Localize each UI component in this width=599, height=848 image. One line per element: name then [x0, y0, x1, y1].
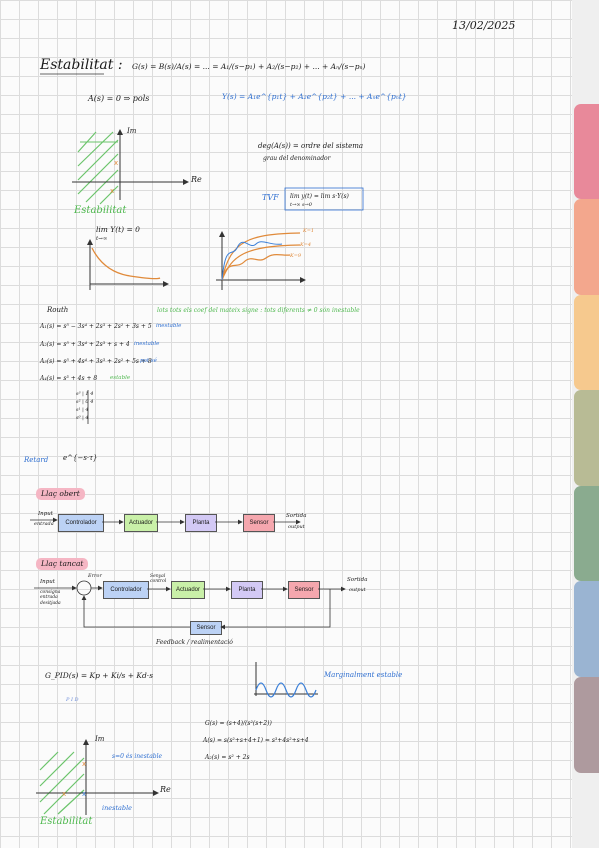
summing-junction — [76, 580, 92, 596]
closed-loop-feedback-sensor-block: Sensor — [190, 621, 222, 635]
closed-loop-input-sub: consigna entrada desitjada — [40, 590, 61, 606]
tab-pink[interactable] — [574, 104, 599, 199]
closed-loop-feedback-label: Feedback / realimentació — [156, 639, 233, 646]
complex-plane-2-hatched — [39, 751, 85, 815]
transfer-function: G(s) = B(s)/A(s) = ... = A₁/(s−p₁) + A₂/… — [132, 62, 366, 71]
response-equation: Y(s) = A₁e^{p₁t} + A₂e^{p₂t} + ... + Aₙe… — [222, 92, 407, 101]
curve-label-k1: K=1 — [303, 228, 315, 234]
closed-loop-control-signal: Senyal control — [150, 574, 167, 584]
tvf-equation: lim y(t) = lim s·Y(s) — [290, 193, 349, 200]
notebook-tabs — [572, 0, 599, 848]
curve-label-k2: K=4 — [300, 242, 312, 248]
routh-row-4: A₄(s) = s³ + 4s + 8 — [40, 375, 98, 382]
section-title-estabilitat: Estabilitat : — [40, 57, 123, 73]
bottom-unstable-label: inestable — [102, 804, 133, 812]
bottom-a2-equation: A₂(s) = s² + 2s — [205, 754, 250, 761]
plane-re-label: Re — [191, 175, 202, 184]
complex-plane-hatched — [77, 131, 119, 205]
plane-caption: Estabilitat — [74, 205, 127, 216]
notebook-page: 13/02/2025 Estabilitat : G(s) = B(s)/A(s… — [0, 0, 572, 848]
oscillating-curve — [221, 241, 283, 281]
marginal-wave — [255, 682, 317, 698]
routh-table-row-3: s¹ | 4 — [76, 407, 89, 413]
open-loop-output: Sortida — [286, 513, 307, 519]
decay-curve — [91, 247, 161, 280]
curve-label-k3: K=9 — [290, 253, 302, 259]
tvf-sub: t→∞ s→0 — [290, 202, 312, 208]
svg-text:x: x — [62, 790, 66, 798]
closed-loop-plant-block: Planta — [231, 581, 263, 599]
pole-marker: x — [114, 159, 118, 167]
retard-expression: e^{−s·τ} — [63, 454, 98, 462]
routh-row-2-tag: inestable — [134, 341, 160, 347]
tab-salmon[interactable] — [574, 199, 599, 295]
open-loop-controller-block: Controlador — [58, 514, 104, 532]
closed-loop-controller-block: Controlador — [103, 581, 149, 599]
tvf-box — [284, 187, 364, 211]
sketches: x x — [30, 73, 364, 815]
open-loop-actuator-block: Actuador — [124, 514, 158, 532]
closed-loop-actuator-block: Actuador — [171, 581, 205, 599]
svg-text:x: x — [82, 790, 86, 798]
routh-row-1-tag: inestable — [156, 323, 182, 329]
open-loop-title: Llaç obert — [36, 488, 85, 500]
bottom-re-label: Re — [160, 785, 171, 794]
step-curve-k1 — [221, 232, 301, 281]
routh-table-row-4: s⁰ | 4 — [76, 415, 89, 421]
routh-table-row-2: s² | 0 4 — [76, 399, 94, 405]
closed-loop-sensor-block: Sensor — [288, 581, 320, 599]
pid-sub-labels: P I D — [66, 697, 79, 703]
open-loop-input: Input — [38, 511, 53, 517]
routh-row-3: A₃(s) = s⁵ + 4s⁴ + 3s³ + 2s² + 5s + 8 — [40, 358, 152, 365]
closed-loop-title: Llaç tancat — [36, 558, 89, 570]
page-date: 13/02/2025 — [452, 19, 516, 32]
retard-label: Retard — [24, 456, 49, 464]
tab-olive[interactable] — [574, 390, 599, 486]
tab-green[interactable] — [574, 486, 599, 581]
bottom-a-equation: A(s) = s(s²+s+4+1) = s³+4s²+s+4 — [203, 737, 309, 744]
poles-equation: A(s) = 0 ⇒ pols — [88, 94, 150, 103]
open-loop-plant-block: Planta — [185, 514, 217, 532]
routh-title: Routh — [47, 306, 69, 314]
limit-sub: t→∞ — [96, 236, 108, 242]
limit-equation: lim Y(t) = 0 — [96, 225, 140, 234]
routh-row-2: A₂(s) = s⁵ + 3s⁴ + 2s³ + s + 4 — [40, 341, 130, 348]
closed-loop-input: Input — [40, 579, 55, 585]
bottom-unstable-note: s=0 és inestable — [112, 753, 163, 760]
open-loop-output-sub: output — [288, 524, 305, 530]
tvf-label: TVF — [262, 193, 279, 202]
open-loop-sensor-block: Sensor — [243, 514, 275, 532]
pole-marker: x — [110, 187, 114, 195]
routh-row-3-tag: pot sé — [140, 358, 157, 364]
step-curve-k2 — [221, 244, 301, 281]
pid-equation: G_PID(s) = Kp + Ki/s + Kd·s — [45, 671, 154, 680]
bottom-im-label: Im — [95, 735, 105, 743]
step-curve-k3 — [221, 254, 291, 281]
open-loop-input-sub: entrada — [34, 521, 54, 527]
closed-loop-error: Error — [88, 573, 102, 579]
svg-text:x: x — [82, 760, 86, 768]
tab-blue[interactable] — [574, 581, 599, 677]
bottom-g-equation: G(s) = (s+4)/(s²(s+2)) — [205, 720, 272, 727]
routh-table-row-1: s³ | 1 4 — [76, 391, 94, 397]
degree-sub: grau del denominador — [263, 155, 331, 162]
closed-loop-output-sub: output — [349, 587, 366, 593]
routh-note: lots tots els coef del mateix signe : to… — [157, 307, 360, 314]
plane-im-label: Im — [127, 127, 137, 135]
tab-mauve[interactable] — [574, 677, 599, 773]
routh-row-1: A₁(s) = s⁵ − 3s⁴ + 2s³ + 2s² + 3s + 5 — [40, 323, 152, 330]
closed-loop-output: Sortida — [347, 577, 368, 583]
routh-row-4-tag: estable — [110, 375, 131, 381]
marginal-note: Marginalment estable — [324, 671, 403, 679]
bottom-plane-caption: Estabilitat — [40, 816, 93, 827]
tab-yellow[interactable] — [574, 295, 599, 390]
degree-note: deg(A(s)) = ordre del sistema — [258, 142, 364, 150]
